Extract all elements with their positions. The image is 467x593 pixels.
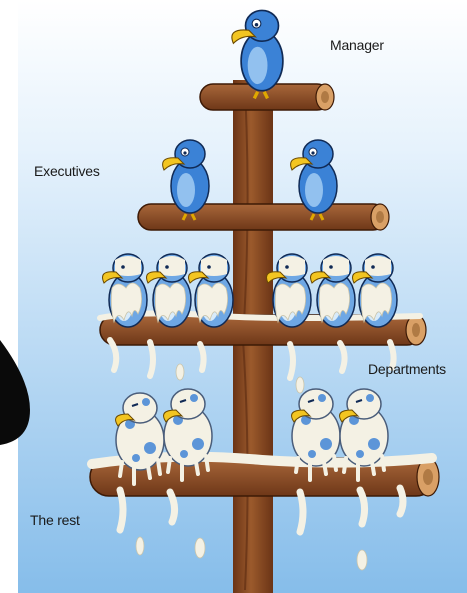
branch-executives [137, 203, 390, 231]
edge-shape [0, 340, 30, 445]
label-departments: Departments [368, 361, 446, 377]
label-executives: Executives [34, 163, 100, 179]
label-manager: Manager [330, 37, 384, 53]
droppings [135, 363, 368, 571]
label-the-rest: The rest [30, 512, 80, 528]
